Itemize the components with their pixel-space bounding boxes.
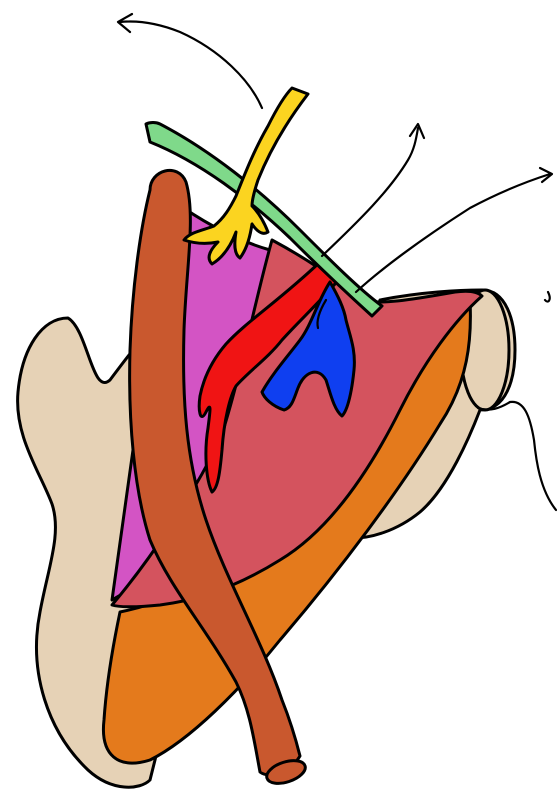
arrow-line-mid [322, 128, 418, 256]
arrow-line-top-left [120, 21, 262, 108]
arrow-head-top-left [118, 14, 132, 32]
